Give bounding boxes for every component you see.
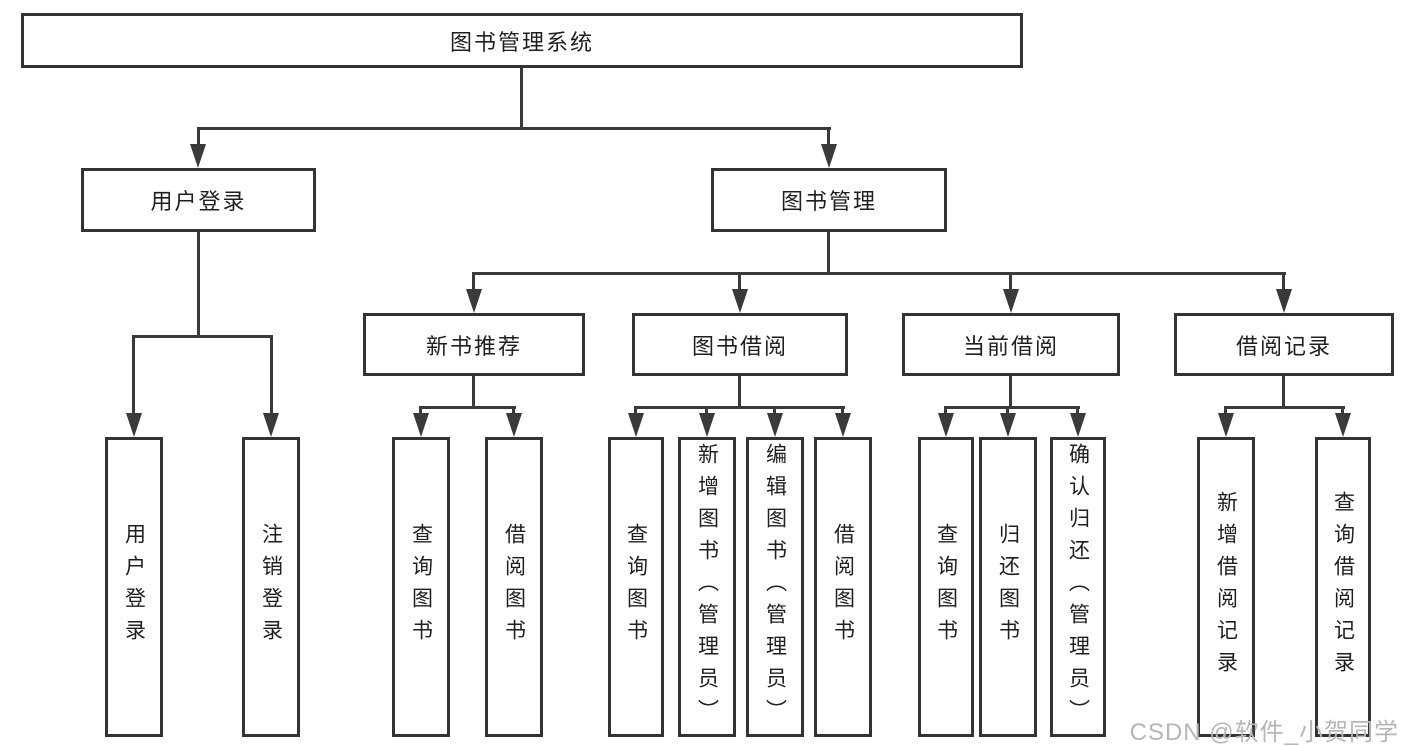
leaf-query-books-current: 查询图书 (918, 437, 974, 737)
leaf-edit-books-admin-label: 编辑图书（管理员） (763, 443, 787, 731)
connector-line (520, 68, 523, 130)
leaf-logout-label: 注销登录 (259, 523, 283, 651)
connector-line (512, 409, 515, 415)
connector-line (634, 409, 637, 415)
connector-line (197, 130, 200, 146)
connector-line (1224, 409, 1227, 415)
arrowhead-icon (628, 413, 644, 437)
leaf-add-borrow-record-label: 新增借阅记录 (1214, 491, 1238, 683)
leaf-query-books-borrowing: 查询图书 (608, 437, 664, 737)
arrowhead-icon (1335, 413, 1351, 437)
connector-line (944, 406, 1080, 409)
arrowhead-icon (126, 413, 142, 437)
connector-line (1076, 409, 1079, 415)
leaf-user-login-label: 用户登录 (122, 523, 146, 651)
arrowhead-icon (1276, 289, 1292, 313)
node-book-management-label: 图书管理 (780, 189, 877, 214)
leaf-borrow-books-recommend-label: 借阅图书 (502, 523, 526, 651)
arrowhead-icon (1000, 413, 1016, 437)
leaf-borrow-books-label: 借阅图书 (831, 523, 855, 651)
connector-line (419, 406, 516, 409)
connector-line (1006, 409, 1009, 415)
node-borrowing-records: 借阅记录 (1174, 313, 1394, 376)
connector-line (1224, 406, 1345, 409)
arrowhead-icon (767, 413, 783, 437)
node-book-borrowing-label: 图书借阅 (691, 333, 788, 359)
connector-line (738, 376, 741, 409)
leaf-return-books: 归还图书 (979, 437, 1037, 737)
arrowhead-icon (732, 289, 748, 313)
leaf-query-books-current-label: 查询图书 (934, 523, 958, 651)
node-root: 图书管理系统 (21, 13, 1023, 68)
arrowhead-icon (699, 413, 715, 437)
connector-line (197, 232, 200, 338)
arrowhead-icon (1070, 413, 1086, 437)
leaf-confirm-return-admin-label: 确认归还（管理员） (1066, 443, 1090, 731)
arrowhead-icon (821, 144, 837, 168)
leaf-query-books-recommend: 查询图书 (392, 437, 450, 737)
csdn-watermark: CSDN @软件_小贺同学 (1129, 719, 1399, 746)
connector-line (197, 127, 831, 130)
node-user-login-label: 用户登录 (150, 189, 247, 214)
leaf-add-books-admin: 新增图书（管理员） (678, 437, 736, 737)
connector-line (132, 335, 273, 338)
node-book-management: 图书管理 (711, 168, 947, 232)
node-current-borrowing: 当前借阅 (902, 313, 1120, 376)
connector-line (1009, 376, 1012, 409)
leaf-borrow-books: 借阅图书 (814, 437, 872, 737)
connector-line (1282, 376, 1285, 409)
arrowhead-icon (190, 144, 206, 168)
connector-line (827, 130, 830, 146)
leaf-add-borrow-record: 新增借阅记录 (1197, 437, 1255, 737)
connector-line (1282, 275, 1285, 291)
node-user-login: 用户登录 (81, 168, 316, 232)
arrowhead-icon (938, 413, 954, 437)
connector-line (1009, 275, 1012, 291)
connector-line (705, 409, 708, 415)
connector-line (634, 406, 845, 409)
connector-line (472, 376, 475, 409)
leaf-query-books-recommend-label: 查询图书 (409, 523, 433, 651)
connector-line (419, 409, 422, 415)
connector-line (841, 409, 844, 415)
leaf-query-borrow-record-label: 查询借阅记录 (1331, 491, 1355, 683)
arrowhead-icon (1003, 289, 1019, 313)
connector-line (472, 275, 475, 291)
connector-line (1341, 409, 1344, 415)
arrowhead-icon (835, 413, 851, 437)
leaf-query-borrow-record: 查询借阅记录 (1315, 437, 1371, 737)
arrowhead-icon (466, 289, 482, 313)
connector-line (773, 409, 776, 415)
connector-line (738, 275, 741, 291)
arrowhead-icon (413, 413, 429, 437)
connector-line (944, 409, 947, 415)
arrowhead-icon (1218, 413, 1234, 437)
arrowhead-icon (506, 413, 522, 437)
leaf-return-books-label: 归还图书 (996, 523, 1020, 651)
node-borrowing-records-label: 借阅记录 (1235, 333, 1332, 359)
arrowhead-icon (263, 413, 279, 437)
leaf-add-books-admin-label: 新增图书（管理员） (695, 443, 719, 731)
leaf-query-books-borrowing-label: 查询图书 (624, 523, 648, 651)
node-root-label: 图书管理系统 (449, 29, 594, 55)
leaf-edit-books-admin: 编辑图书（管理员） (746, 437, 804, 737)
connector-line (270, 338, 273, 415)
leaf-borrow-books-recommend: 借阅图书 (485, 437, 543, 737)
leaf-confirm-return-admin: 确认归还（管理员） (1050, 437, 1106, 737)
connector-line (132, 338, 135, 415)
node-new-book-recommend-label: 新书推荐 (425, 333, 522, 359)
leaf-logout: 注销登录 (242, 437, 300, 737)
connector-line (472, 272, 1286, 275)
node-new-book-recommend: 新书推荐 (363, 313, 585, 376)
node-book-borrowing: 图书借阅 (632, 313, 848, 376)
connector-line (827, 232, 830, 275)
leaf-user-login: 用户登录 (105, 437, 163, 737)
node-current-borrowing-label: 当前借阅 (962, 333, 1059, 359)
